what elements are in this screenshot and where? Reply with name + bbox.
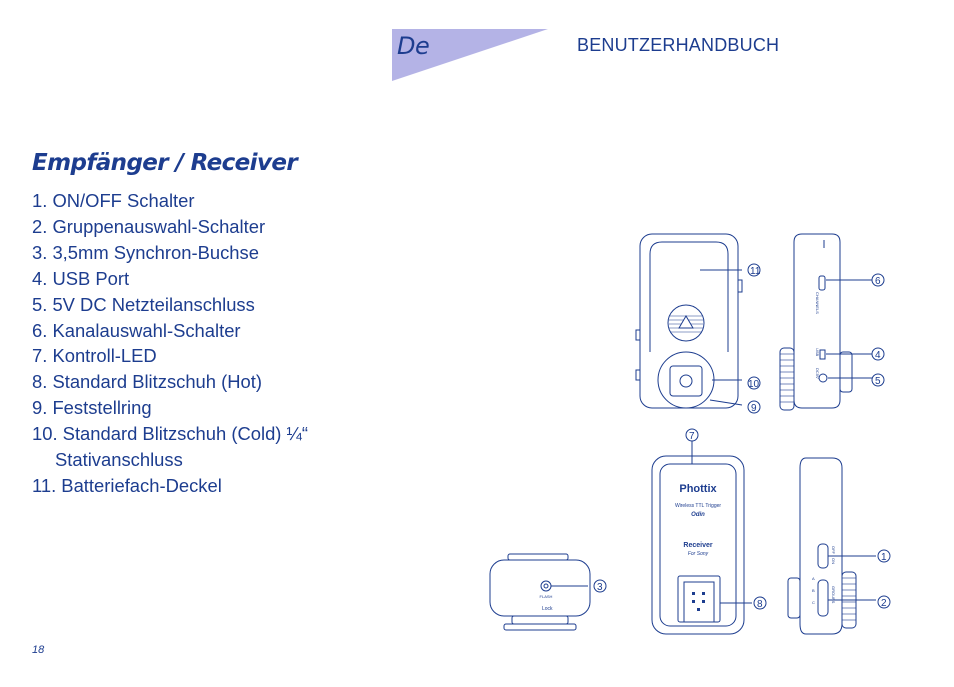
channels-label: CHANNELS bbox=[815, 292, 820, 314]
product-line-text: Wireless TTL Trigger bbox=[675, 503, 721, 509]
power-off-label: OFF bbox=[831, 546, 836, 555]
lock-label: Lock bbox=[542, 606, 553, 612]
parts-list-item: 6. Kanalauswahl-Schalter bbox=[32, 319, 241, 341]
dc-port bbox=[818, 373, 828, 383]
parts-list: 1. ON/OFF Schalter 2. Gruppenauswahl-Sch… bbox=[32, 188, 308, 499]
group-letter-b: B bbox=[812, 588, 815, 593]
group-letter-a: A bbox=[812, 576, 815, 581]
channel-switch bbox=[818, 275, 826, 291]
callout-6: 6 bbox=[875, 276, 881, 287]
power-switch bbox=[817, 543, 829, 569]
flash-port-label: FLASH bbox=[540, 594, 553, 599]
usb-label: USB bbox=[815, 348, 820, 357]
sync-socket bbox=[540, 580, 552, 592]
parts-list-item: 7. Kontroll-LED bbox=[32, 345, 157, 367]
model-text: Odin bbox=[691, 512, 705, 518]
callout-7: 7 bbox=[689, 431, 695, 442]
parts-list-item: 4. USB Port bbox=[32, 267, 130, 289]
language-label: De bbox=[397, 32, 430, 60]
brand-logo-text: Phottix bbox=[679, 483, 717, 495]
locking-ring bbox=[657, 351, 715, 409]
callout-2: 2 bbox=[881, 598, 887, 609]
dc-label: DC5V bbox=[815, 368, 820, 379]
parts-list-item: 2. Gruppenauswahl-Schalter bbox=[32, 215, 266, 237]
receiver-back-view: 11 10 9 bbox=[635, 233, 761, 414]
parts-list-item: 5. 5V DC Netzteilanschluss bbox=[32, 293, 255, 315]
manual-title: BENUTZERHANDBUCH bbox=[577, 35, 780, 55]
language-banner-shape bbox=[392, 29, 548, 81]
parts-list-item-continued: Stativanschluss bbox=[55, 449, 183, 471]
page-number: 18 bbox=[32, 644, 45, 656]
callout-circle bbox=[747, 263, 761, 277]
receiver-illustration: 11 10 9 bbox=[480, 220, 900, 650]
section-title: Empfänger / Receiver bbox=[32, 150, 298, 176]
callout-8: 8 bbox=[757, 599, 763, 610]
parts-list-item: 3. 3,5mm Synchron-Buchse bbox=[32, 241, 259, 263]
parts-list-item: 8. Standard Blitzschuh (Hot) bbox=[32, 371, 262, 393]
group-letter-c: C bbox=[812, 600, 815, 605]
callout-5: 5 bbox=[875, 376, 881, 387]
parts-list-item: 9. Feststellring bbox=[32, 397, 152, 419]
parts-list-item: 1. ON/OFF Schalter bbox=[32, 190, 195, 211]
receiver-front-view: 7 Phottix Wireless TTL Trigger Odin Rece… bbox=[651, 428, 767, 635]
callout-4: 4 bbox=[875, 350, 881, 361]
callout-11: 11 bbox=[750, 266, 761, 277]
parts-list-item: 10. Standard Blitzschuh (Cold) ¼“ bbox=[32, 423, 308, 445]
language-banner bbox=[392, 29, 548, 81]
battery-grille bbox=[667, 304, 705, 342]
parts-list-item: 11. Batteriefach-Deckel bbox=[32, 474, 222, 496]
receiver-side-view-switches: OFF ON 1 A B C GROUPS 2 bbox=[787, 457, 891, 635]
variant-text: For Sony bbox=[688, 551, 709, 557]
power-on-label: ON bbox=[831, 558, 836, 564]
callout-3: 3 bbox=[597, 582, 603, 593]
receiver-bottom-view: FLASH 3 Lock bbox=[489, 553, 607, 631]
groups-label: GROUPS bbox=[831, 586, 836, 604]
usb-port bbox=[819, 349, 826, 360]
callout-9: 9 bbox=[751, 403, 757, 414]
group-switch bbox=[817, 579, 829, 617]
callout-10: 10 bbox=[748, 379, 760, 390]
receiver-side-view-ports: CHANNELS 6 USB 4 DC5V 5 bbox=[779, 233, 885, 411]
callout-1: 1 bbox=[881, 552, 887, 563]
unit-text: Receiver bbox=[683, 542, 712, 549]
